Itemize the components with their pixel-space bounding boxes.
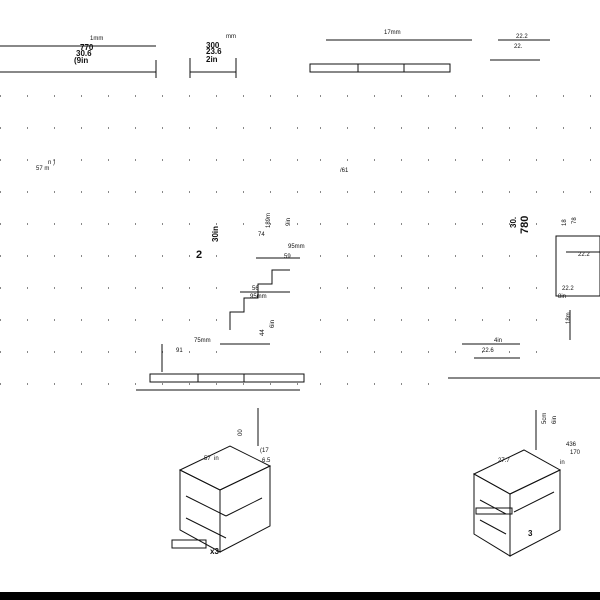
quantity-label: 3 (528, 529, 533, 538)
dim-label-top: 1mm (90, 36, 104, 42)
dim-label: 27.7 (498, 458, 510, 464)
dim-label: in (214, 456, 219, 462)
dim-label: n ) (48, 160, 56, 166)
dim-label-vertical: 2 (196, 249, 203, 261)
dim-label: 9in (286, 217, 292, 226)
dim-label: 4in (494, 338, 503, 344)
dim-label: 91 (176, 348, 183, 354)
dim-label-in: 23.6 (206, 47, 222, 56)
side-panel (555, 235, 600, 297)
dim-label-in: 30.6 (76, 49, 92, 58)
dim-label: 436 (566, 442, 577, 448)
dim-label: 44 (260, 329, 266, 336)
dim-label: 78 (572, 217, 578, 224)
dim-label: 59 (284, 254, 291, 260)
dim-label: 74 (258, 232, 265, 238)
bottom-bar (0, 592, 600, 600)
base-rail (149, 373, 305, 383)
dim-label-top: 17mm (384, 30, 401, 36)
dim-label: 22.2 (562, 286, 574, 292)
dim-label-in-sub: 2in (206, 55, 218, 64)
dim-label-mm: 300 (206, 41, 220, 50)
dim-label: 189m (266, 212, 272, 228)
dim-label: 5cm (542, 412, 548, 424)
dim-label: 57 (204, 456, 211, 462)
shelf-top-view (309, 63, 451, 73)
shelf-grid-left (0, 95, 300, 385)
shelf-grid-right (320, 95, 600, 385)
dim-label: 170 (570, 450, 581, 456)
dim-label: (17 (260, 448, 269, 454)
dim-label: /61 (340, 168, 349, 174)
dim-label: 75mm (194, 338, 211, 344)
dim-label: in (560, 460, 565, 466)
dim-label: 95mm (288, 244, 305, 250)
dim-label-right: 22. (514, 44, 523, 50)
dim-label-vertical-mm: 780 (519, 215, 531, 234)
dim-label-vertical-in: 30. (509, 216, 518, 228)
dim-label-vertical-in: 30in (211, 225, 220, 242)
step-profile (229, 269, 290, 330)
dim-label-in-sub: (9in (74, 56, 89, 65)
dim-label: 6in (552, 415, 558, 424)
iso-view-right (472, 410, 562, 557)
dim-label: 95mm (250, 294, 267, 300)
dim-label: 00 (238, 429, 244, 436)
dim-label: 22.2 (578, 252, 590, 258)
iso-view-left (171, 408, 272, 553)
dim-label: 6in (270, 319, 276, 328)
dim-label: 57 m (36, 166, 50, 172)
dim-label: 6.5 (262, 458, 271, 464)
dim-label: 18 (562, 219, 568, 226)
dim-label: 22.6 (482, 348, 494, 354)
dim-label-top: mm (226, 34, 236, 40)
dim-label: 8in (558, 294, 567, 300)
dim-label: 18m (566, 312, 572, 324)
dim-label: 56 (252, 286, 259, 292)
dim-label-right: 22.2 (516, 34, 528, 40)
quantity-label: x3 (210, 547, 219, 556)
dim-label-mm: 770 (80, 43, 94, 52)
